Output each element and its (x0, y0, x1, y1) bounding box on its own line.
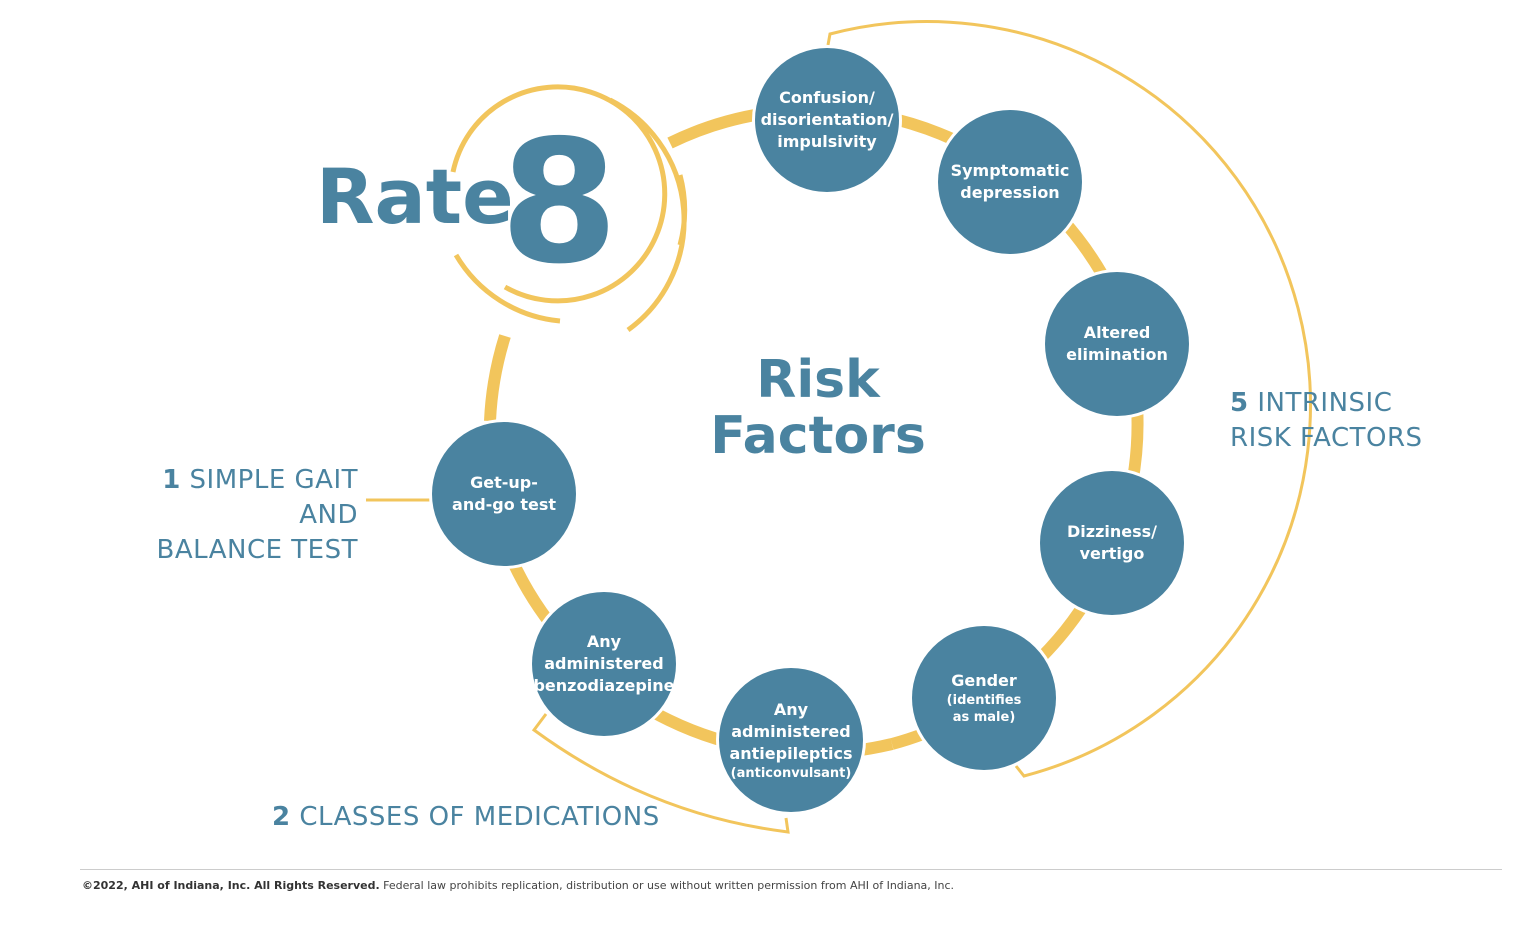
main-ring-arc-left (484, 334, 511, 422)
footer-text: Federal law prohibits replication, distr… (379, 879, 955, 892)
node-label: Any administered antiepileptics (729, 699, 853, 763)
label-text: INTRINSIC RISK FACTORS (1230, 388, 1423, 453)
intrinsic-bracket (826, 20, 1312, 778)
node-antiepileptics: Any administered antiepileptics (anticon… (719, 668, 863, 812)
footer-bold: ©2022, AHI of Indiana, Inc. All Rights R… (82, 879, 380, 892)
label-gait: 1 SIMPLE GAIT AND BALANCE TEST (104, 463, 358, 568)
node-confusion: Confusion/ disorientation/ impulsivity (755, 48, 899, 192)
node-sublabel: (anticonvulsant) (730, 765, 852, 781)
node-gender: Gender (identifies as male) (912, 626, 1056, 770)
rate-accent-arc (677, 174, 688, 246)
label-number: 5 (1230, 388, 1249, 418)
node-depression: Symptomatic depression (938, 110, 1082, 254)
label-medications: 2 CLASSES OF MEDICATIONS (272, 800, 660, 835)
node-label: Get-up- and-go test (452, 473, 556, 514)
node-label: Confusion/ disorientation/ impulsivity (760, 88, 894, 151)
node-benzodiazepine: Any administered benzodiazepine (532, 592, 676, 736)
node-get-up-and-go: Get-up- and-go test (432, 422, 576, 566)
footer-copyright: ©2022, AHI of Indiana, Inc. All Rights R… (82, 879, 954, 892)
label-number: 1 (162, 465, 181, 495)
node-label: Any administered benzodiazepine (533, 632, 675, 695)
node-label: Altered elimination (1066, 323, 1168, 364)
node-label: Symptomatic depression (950, 161, 1070, 202)
node-dizziness: Dizziness/ vertigo (1040, 471, 1184, 615)
label-intrinsic: 5 INTRINSIC RISK FACTORS (1230, 386, 1423, 456)
rate-inner-ring (450, 84, 668, 304)
rate-number: 8 (500, 104, 619, 302)
rate-outer-ring-lower (453, 253, 561, 324)
rate-title: Rate (316, 152, 514, 241)
label-text: CLASSES OF MEDICATIONS (290, 802, 660, 832)
center-title: Risk Factors (710, 350, 926, 466)
node-elimination: Altered elimination (1045, 272, 1189, 416)
footer-divider (80, 869, 1502, 870)
label-number: 2 (272, 802, 291, 832)
node-label: Gender (951, 671, 1017, 690)
node-sublabel: (identifies as male) (946, 693, 1022, 725)
label-text: SIMPLE GAIT AND BALANCE TEST (156, 465, 358, 565)
medications-bracket (531, 713, 790, 834)
node-label: Dizziness/ vertigo (1066, 522, 1157, 563)
